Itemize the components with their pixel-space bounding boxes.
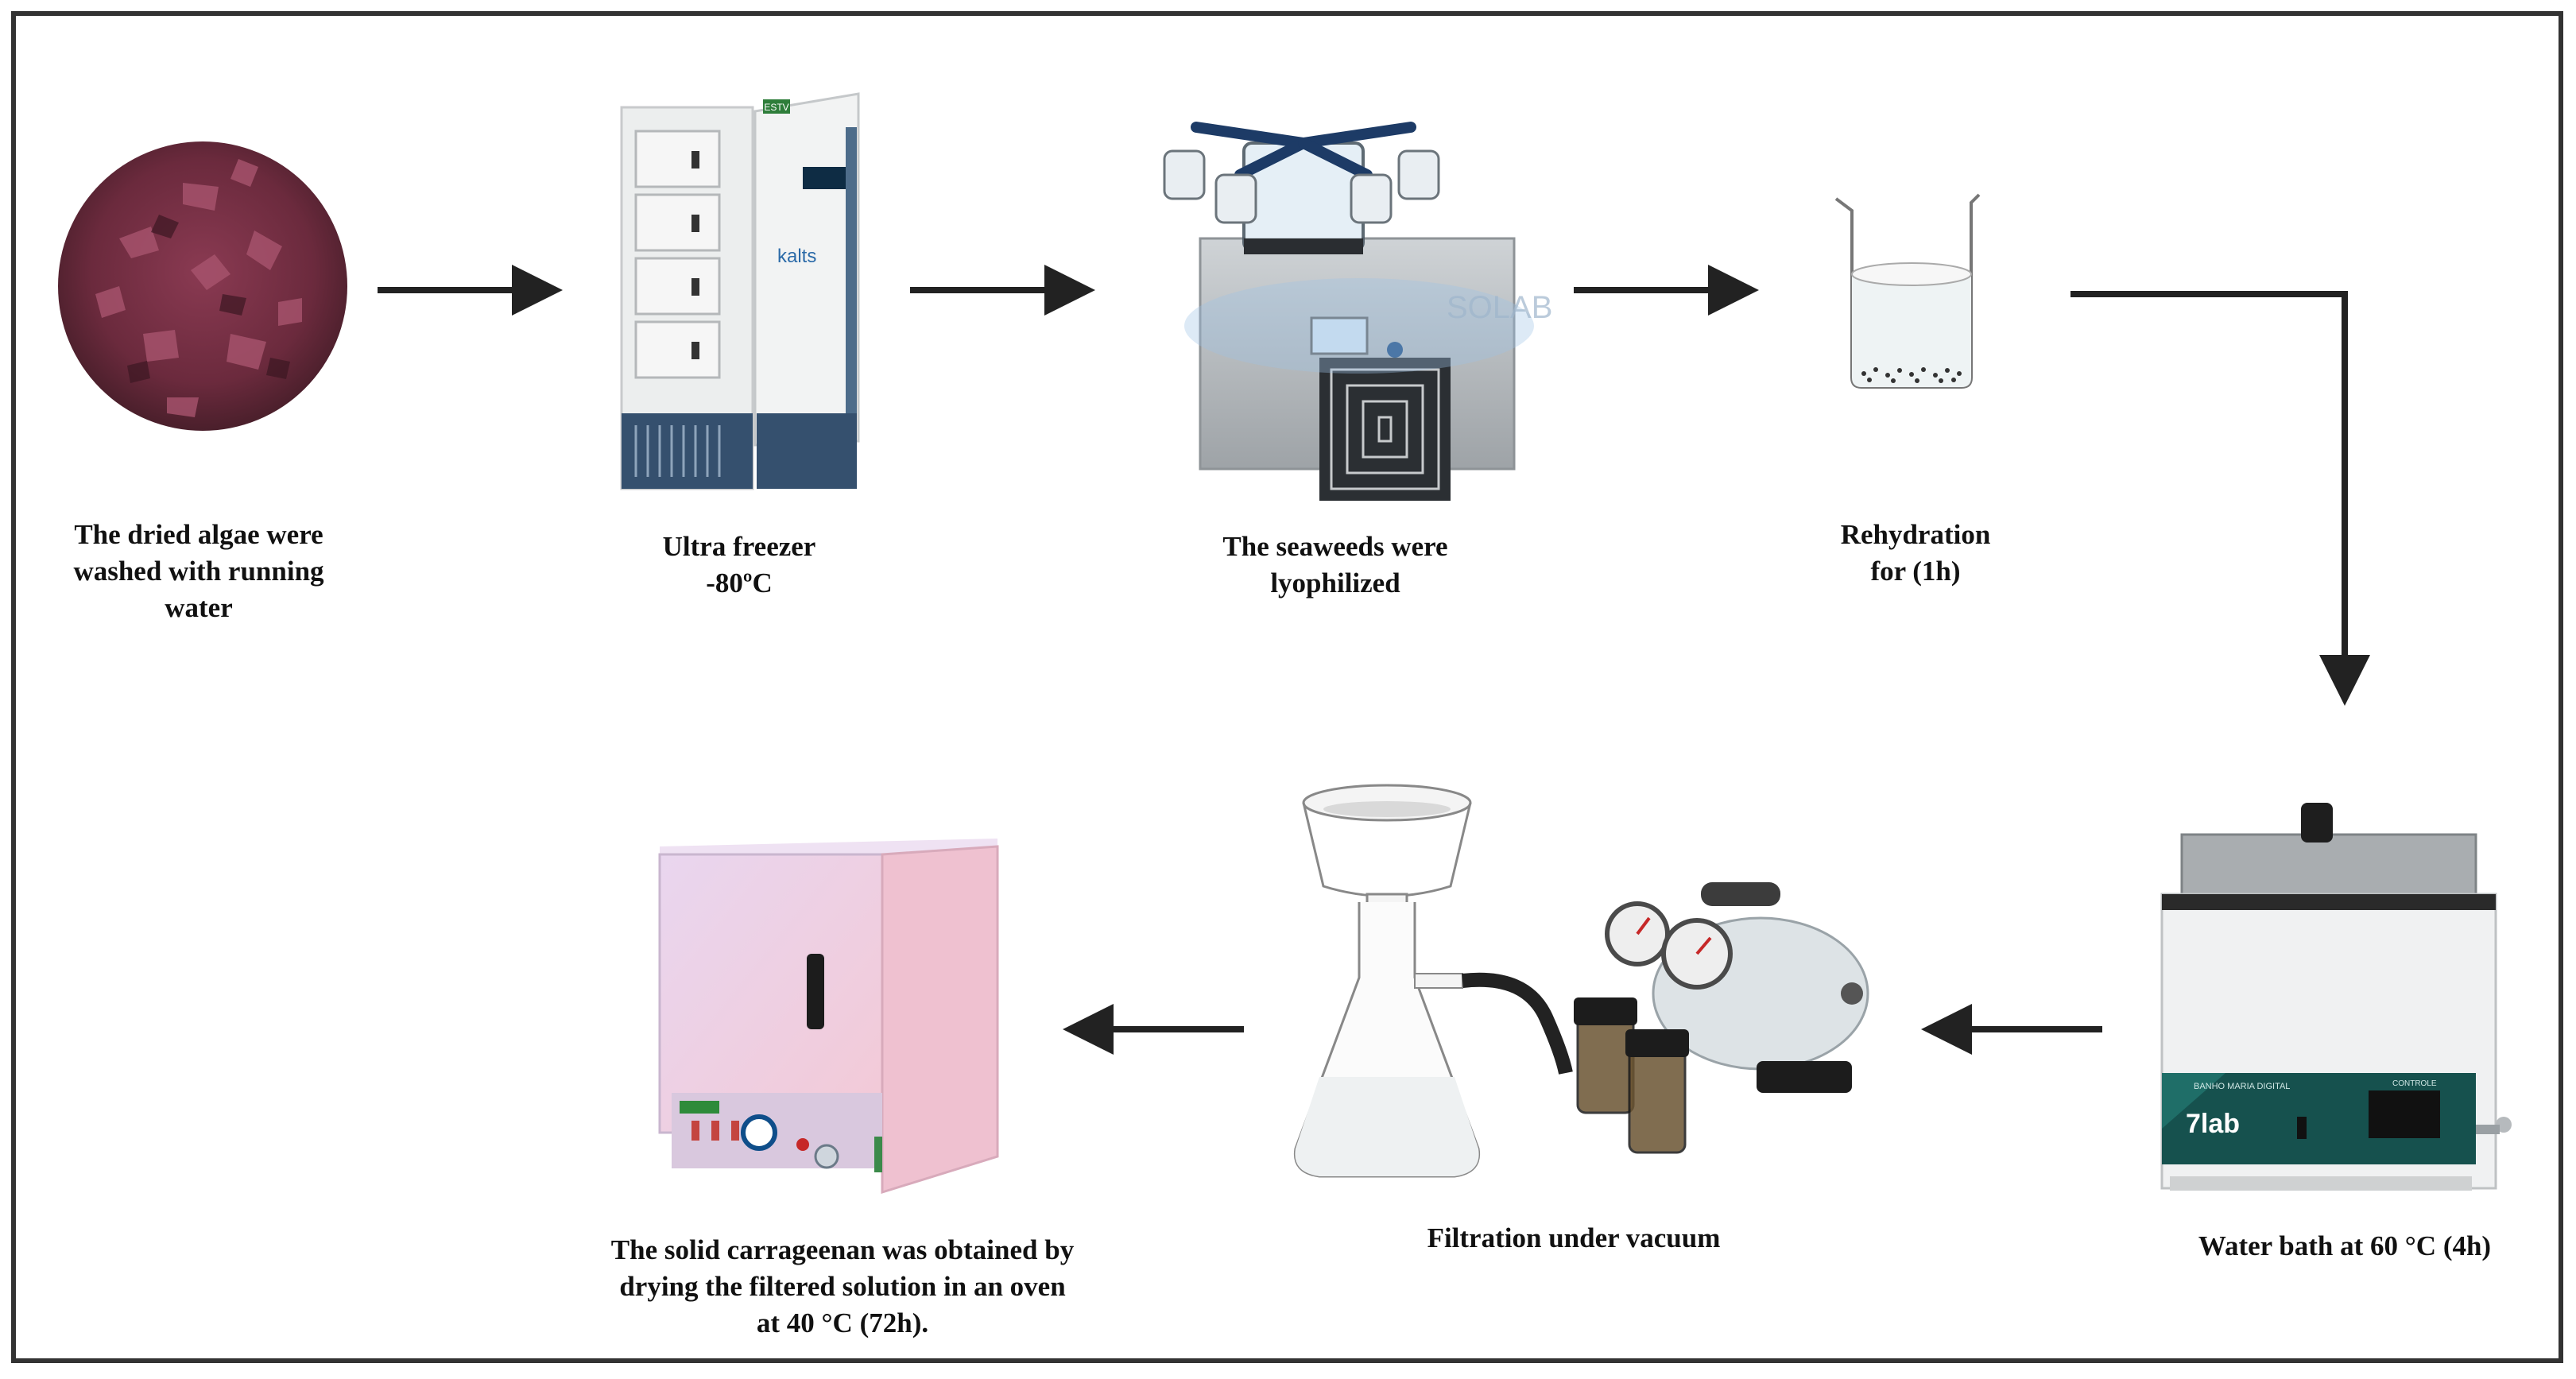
dried-algae-image <box>58 141 347 431</box>
caption-vacuum-filtration: Filtration under vacuum <box>1427 1222 1721 1253</box>
arrows <box>378 265 2370 1055</box>
caption-water-bath: Water bath at 60 °C (4h) <box>2198 1230 2492 1261</box>
vacuum-filtration-image <box>1293 784 1869 1178</box>
caption-ultra-freezer: Ultra freezer-80ºC <box>662 531 816 598</box>
lyophilizer-image: SOLAB <box>1163 122 1552 501</box>
arrow-beaker-to-water-bath <box>2070 291 2370 706</box>
freezer-badge: ESTV <box>764 102 788 113</box>
water-bath-logo: 7lab <box>2186 1109 2240 1139</box>
water-bath-image: BANHO MARIA DIGITAL 7lab CONTROLE <box>2160 803 2512 1191</box>
ultra-freezer-image: ESTV kalts <box>620 92 860 490</box>
freezer-brand: kalts <box>777 246 816 267</box>
oven-image <box>658 839 999 1195</box>
beaker-image <box>1834 193 1981 389</box>
lyophilizer-watermark: SOLAB <box>1447 290 1552 325</box>
water-bath-controls-label: CONTROLE <box>2392 1079 2437 1088</box>
water-bath-header: BANHO MARIA DIGITAL <box>2194 1082 2290 1091</box>
